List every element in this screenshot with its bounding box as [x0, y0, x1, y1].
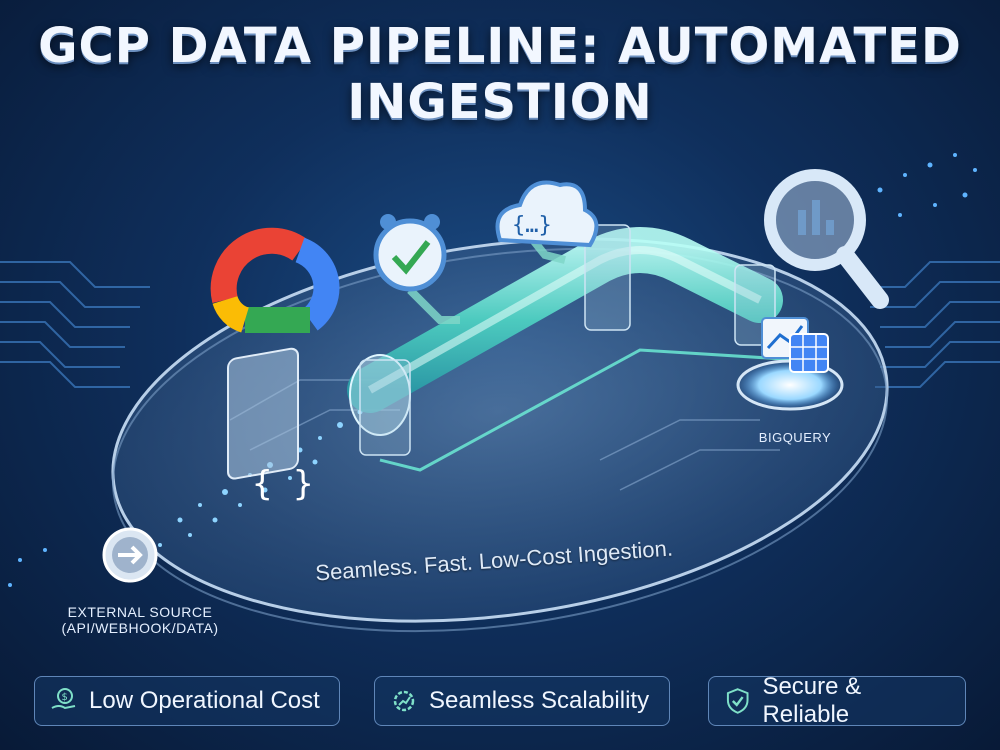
- feature-label: Seamless Scalability: [429, 687, 650, 714]
- feature-low-cost: $ Low Operational Cost: [34, 676, 340, 726]
- scheduler-clock-icon: [373, 214, 447, 292]
- svg-text:{…}: {…}: [512, 213, 552, 238]
- bigquery-magnifier-icon: [764, 169, 889, 309]
- bigquery-label: BIGQUERY: [758, 430, 832, 445]
- shield-check-icon: [726, 688, 749, 714]
- external-source-title: EXTERNAL SOURCE: [67, 604, 213, 620]
- hand-coin-icon: $: [51, 688, 76, 710]
- feature-label: Secure & Reliable: [762, 673, 862, 728]
- feature-secure: Secure & Reliable: [708, 673, 966, 728]
- gear-scale-icon: [393, 690, 415, 712]
- svg-text:$: $: [62, 692, 68, 703]
- pipe-support-2: [584, 224, 631, 331]
- google-cloud-logo-icon: [210, 227, 340, 333]
- cloud-function-icon: {…}: [495, 180, 599, 248]
- feature-scalability: Seamless Scalability: [374, 676, 670, 726]
- circuit-lines-left: [0, 261, 150, 388]
- data-pipe: [347, 227, 783, 413]
- feature-label: Low Operational Cost: [89, 687, 320, 714]
- code-cube-icon: { }: [227, 347, 313, 504]
- pipe-support-1: [359, 359, 411, 456]
- external-source-icon: [102, 527, 158, 583]
- page-title: GCP DATA PIPELINE: AUTOMATED INGESTION: [38, 18, 962, 130]
- external-source-subtitle: (API/WEBHOOK/DATA): [61, 620, 219, 636]
- external-source-label: EXTERNAL SOURCE (API/WEBHOOK/DATA): [60, 604, 220, 636]
- svg-text:{ }: { }: [252, 464, 313, 504]
- bigquery-destination-icon: [736, 317, 844, 411]
- glow-trace: [379, 348, 801, 472]
- circuit-lines-right: [860, 261, 1000, 388]
